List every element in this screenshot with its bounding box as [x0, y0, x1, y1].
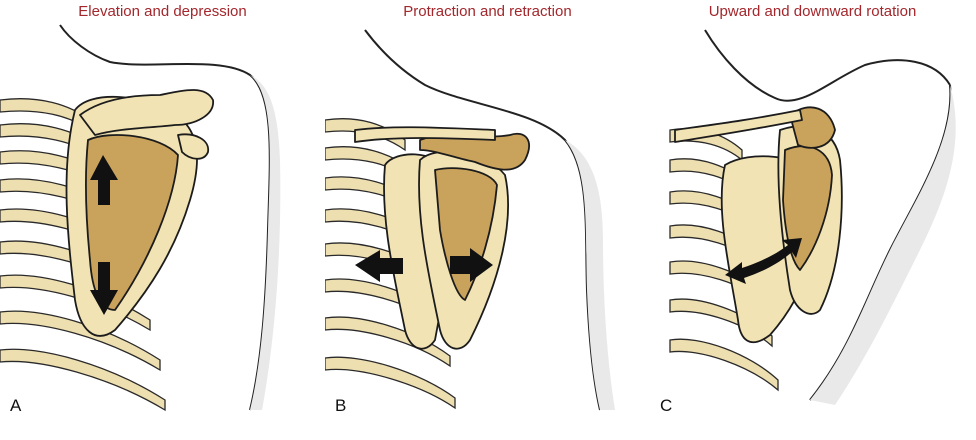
- panel-b: Protraction and retraction B: [325, 0, 650, 440]
- coracoid: [177, 133, 209, 160]
- arrow-down-icon: [90, 262, 118, 315]
- panel-letter: B: [335, 396, 347, 415]
- arrow-up-icon: [90, 155, 118, 205]
- acromion: [79, 89, 214, 136]
- panel-a: Elevation and depression A: [0, 0, 325, 440]
- clavicle: [674, 109, 803, 143]
- shading: [565, 140, 615, 410]
- rotation-arrow-icon: [725, 238, 802, 284]
- panel-title: Elevation and depression: [78, 3, 247, 20]
- shoulder-outline: [704, 29, 951, 102]
- rib-cage: [325, 118, 456, 410]
- arrow-left-icon: [355, 250, 403, 282]
- panel-c: Upward and downward rotation C: [650, 0, 975, 440]
- panel-letter: C: [660, 396, 673, 415]
- scapula-illustration-elevation: [0, 24, 281, 412]
- panel-title: Upward and downward rotation: [708, 3, 917, 20]
- shading: [250, 75, 281, 410]
- clavicle: [354, 126, 496, 143]
- scapula-illustration-protraction: [325, 29, 615, 411]
- arrow-right-icon: [450, 248, 493, 282]
- scapula-illustration-rotation: [669, 29, 956, 405]
- panel-title: Protraction and retraction: [403, 3, 572, 20]
- panel-letter: A: [10, 396, 22, 415]
- rib-cage: [669, 128, 779, 392]
- shoulder-outline: [59, 24, 271, 411]
